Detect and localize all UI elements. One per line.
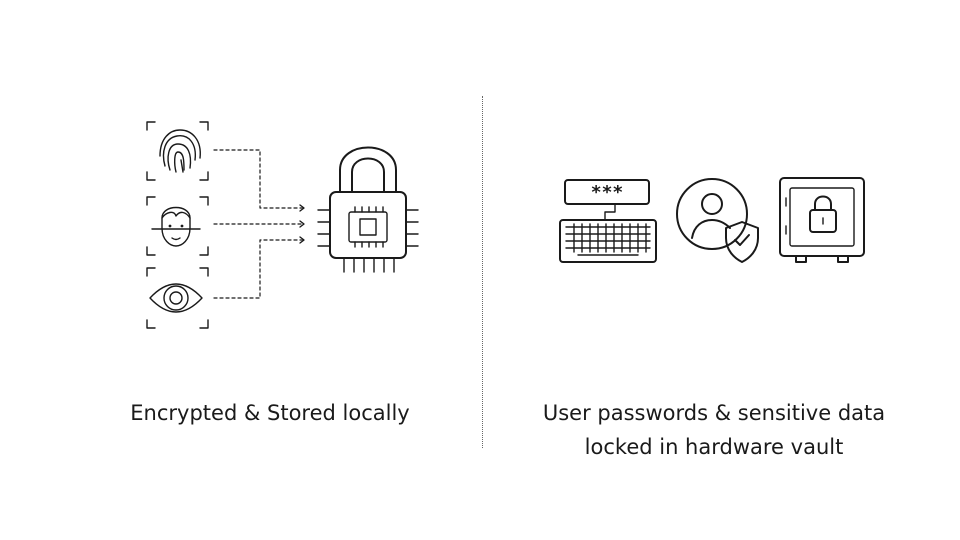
divider bbox=[482, 96, 483, 448]
biometric-diagram bbox=[146, 121, 419, 329]
fingerprint-icon bbox=[146, 121, 209, 181]
padlock-chip-icon bbox=[317, 146, 419, 273]
right-caption-line1: User passwords & sensitive data bbox=[542, 401, 886, 425]
eye-scan-icon bbox=[146, 267, 209, 329]
face-scan-icon bbox=[146, 196, 209, 256]
left-panel: Encrypted & Stored locally bbox=[130, 121, 419, 425]
password-mask: *** bbox=[591, 182, 624, 203]
right-caption: User passwords & sensitive data locked i… bbox=[484, 396, 944, 464]
right-panel: *** User passwords & sensitive data lock… bbox=[484, 0, 960, 540]
vault-illustration: *** bbox=[559, 177, 865, 263]
keyboard-icon bbox=[559, 179, 657, 263]
left-caption: Encrypted & Stored locally bbox=[130, 401, 410, 425]
safe-icon bbox=[779, 177, 865, 263]
dashed-connectors bbox=[213, 149, 305, 299]
right-caption-line2: locked in hardware vault bbox=[584, 435, 844, 459]
user-shield-icon bbox=[676, 178, 759, 263]
